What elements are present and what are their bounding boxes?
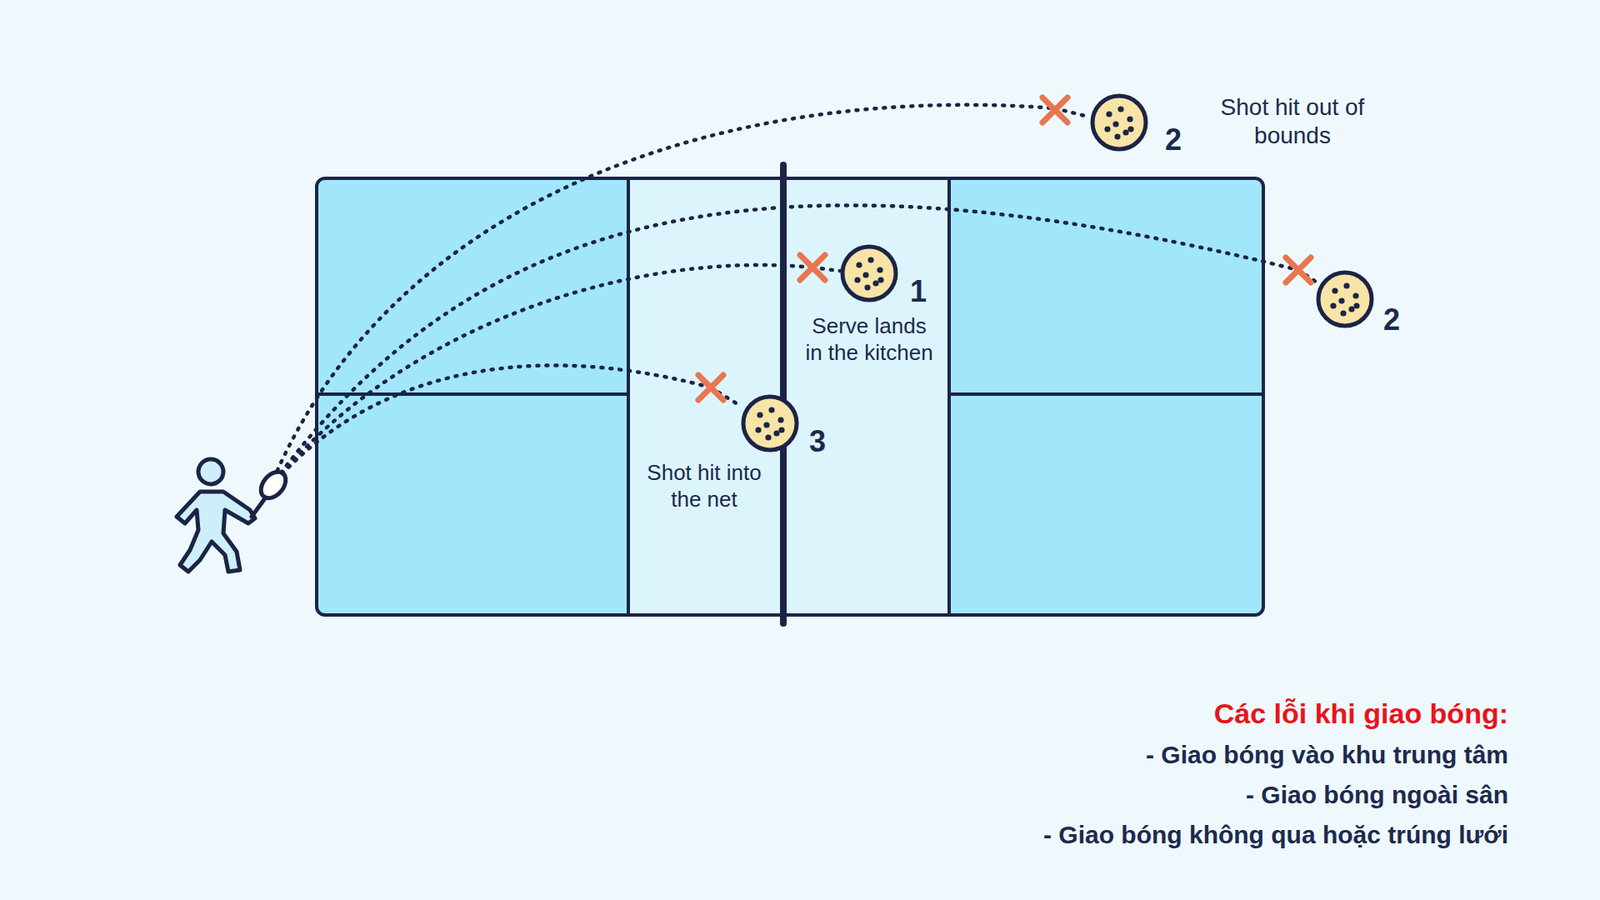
court	[316, 165, 1264, 624]
court-surface	[316, 178, 1264, 615]
pickleball	[1318, 272, 1372, 326]
ball-hole	[1340, 310, 1346, 316]
pickleball	[1092, 95, 1146, 150]
callout-number: 2	[1383, 301, 1400, 339]
ball-hole	[756, 411, 763, 418]
ball-hole	[1353, 302, 1360, 309]
ball-hole	[1126, 115, 1133, 122]
fault-item: - Giao bóng vào khu trung tâm	[1145, 740, 1509, 771]
trajectory	[270, 105, 1055, 488]
ball-hole	[1331, 287, 1338, 294]
center-line	[949, 392, 1264, 396]
kitchen-line	[626, 178, 630, 615]
paddle	[255, 466, 291, 503]
ball-hole	[854, 276, 860, 283]
ball-hole	[1112, 120, 1119, 127]
ball-hole	[864, 284, 870, 290]
miss-marks	[698, 97, 1311, 400]
x-mark	[800, 255, 825, 280]
ball-hole	[1104, 125, 1110, 132]
miss-mark	[800, 255, 825, 280]
ball-hole	[763, 421, 770, 428]
ball-hole	[1343, 282, 1350, 289]
player-head	[198, 459, 224, 485]
callout-text: Shot hit into the net	[646, 460, 762, 513]
paddle-handle	[251, 498, 265, 517]
miss-mark	[1042, 97, 1068, 123]
kitchen-line	[947, 178, 951, 615]
ball-hole	[778, 426, 785, 433]
balls	[743, 95, 1372, 450]
ball-hole	[755, 426, 761, 433]
ball-hole	[867, 256, 874, 263]
fault-item: - Giao bóng không qua hoặc trúng lưới	[1043, 820, 1509, 851]
ball-hole	[1127, 125, 1134, 132]
ball-hole	[1352, 292, 1359, 299]
trajectory	[270, 365, 711, 488]
ball-hole	[1338, 297, 1345, 304]
ball-hole	[855, 261, 862, 268]
ball-hole	[877, 276, 884, 283]
miss-mark	[698, 375, 724, 400]
pickleball	[743, 396, 797, 450]
ball-hole	[862, 271, 869, 278]
center-line	[316, 392, 629, 396]
ball-shell	[743, 396, 797, 450]
ball-hole	[872, 280, 879, 286]
callout-number: 3	[809, 423, 826, 460]
ball-hole	[1122, 129, 1129, 135]
ball-hole	[777, 416, 784, 423]
x-mark	[1285, 257, 1311, 283]
ball-shell	[1092, 95, 1146, 150]
callout-number: 2	[1165, 121, 1182, 159]
kitchen-zone	[628, 178, 950, 615]
net	[780, 165, 787, 624]
court-border	[316, 178, 1264, 615]
trajectory	[270, 205, 1299, 488]
ball-hole	[1105, 110, 1112, 117]
ball-hole	[876, 266, 883, 273]
trajectory	[270, 265, 813, 488]
ball-shell	[842, 246, 896, 300]
x-mark	[698, 375, 724, 400]
ball-hole	[1348, 305, 1355, 312]
ball-shell	[1318, 272, 1372, 326]
pickleball	[842, 246, 896, 300]
ball-hole	[1117, 105, 1124, 112]
callout-number: 1	[910, 273, 927, 310]
player-figure	[176, 459, 291, 572]
trajectories	[270, 105, 1319, 488]
callout-text: Serve lands in the kitchen	[801, 313, 937, 366]
ball-hole	[765, 434, 771, 440]
ball-hole	[773, 430, 780, 436]
miss-mark	[1285, 257, 1311, 283]
fault-heading: Các lỗi khi giao bóng:	[1214, 696, 1509, 731]
fault-item: - Giao bóng ngoài sân	[1245, 780, 1509, 811]
ball-hole	[1330, 302, 1336, 309]
callout-text: Shot hit out of bounds	[1218, 93, 1367, 150]
x-mark	[1042, 97, 1068, 123]
player-body	[176, 491, 255, 572]
ball-hole	[768, 406, 775, 413]
ball-hole	[1114, 133, 1120, 140]
